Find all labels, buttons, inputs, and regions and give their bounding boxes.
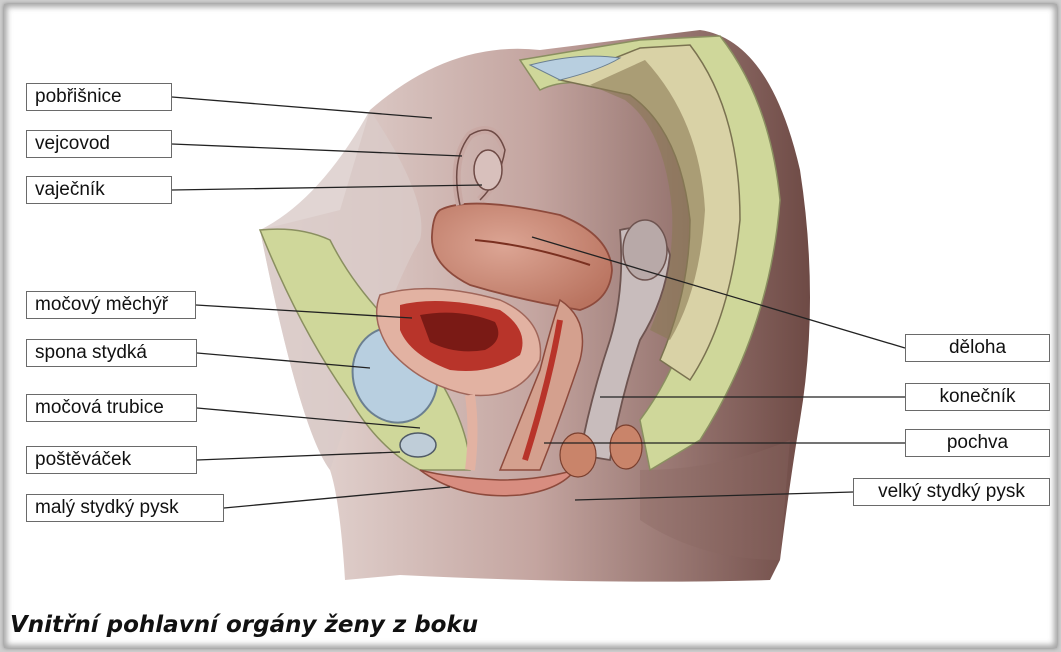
clitoris [400, 433, 436, 457]
urethra [470, 395, 473, 470]
perineal-muscle-2 [610, 425, 642, 469]
label-maly-stydky-pysk: malý stydký pysk [26, 494, 224, 522]
label-mocovy-mechyr: močový měchýř [26, 291, 196, 319]
label-postevacek: poštěváček [26, 446, 197, 474]
label-velky-stydky-pysk: velký stydký pysk [853, 478, 1050, 506]
label-pochva: pochva [905, 429, 1050, 457]
label-deloha: děloha [905, 334, 1050, 362]
perineal-muscle-1 [560, 433, 596, 477]
label-pobrisnice: pobřišnice [26, 83, 172, 111]
diagram-caption: Vnitřní pohlavní orgány ženy z boku [10, 612, 478, 638]
label-spona-stydka: spona stydká [26, 339, 197, 367]
label-vejcovod: vejcovod [26, 130, 172, 158]
ovary [474, 150, 502, 190]
label-vajecnik: vaječník [26, 176, 172, 204]
label-konecnik: konečník [905, 383, 1050, 411]
label-mocova-trubice: močová trubice [26, 394, 197, 422]
